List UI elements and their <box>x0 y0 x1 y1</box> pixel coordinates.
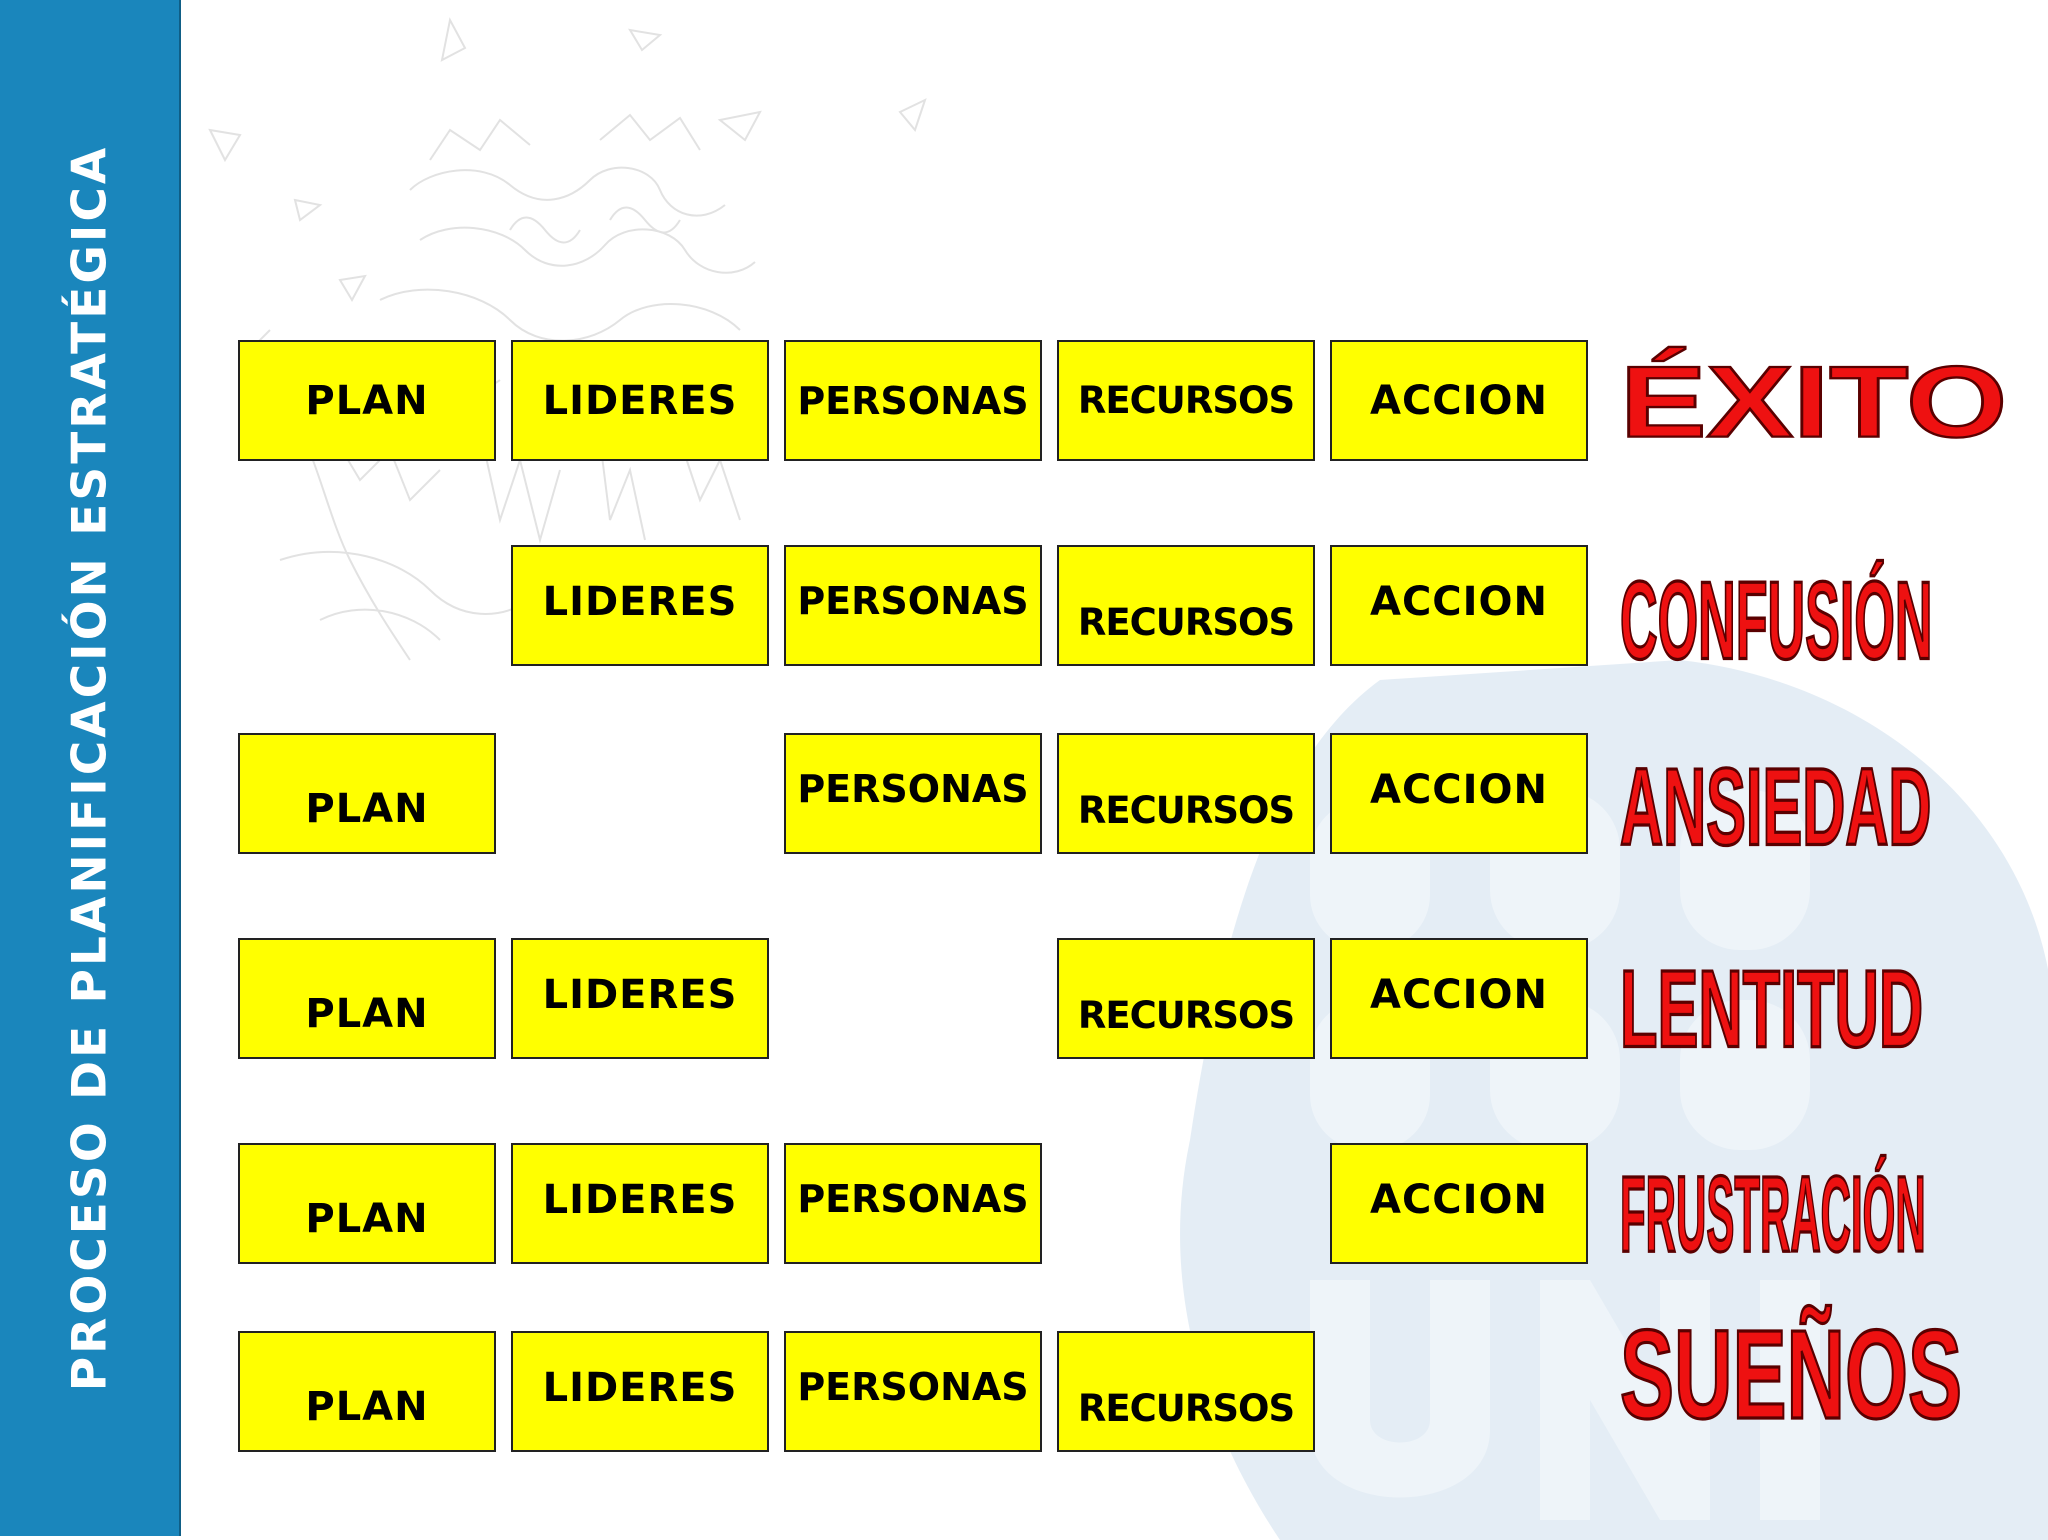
box-accion: ACCION <box>1330 938 1588 1059</box>
box-accion: ACCION <box>1330 1143 1588 1264</box>
box-plan: PLAN <box>238 938 496 1059</box>
box-accion: ACCION <box>1330 340 1588 461</box>
outcome-lentitud: LENTITUD <box>1619 947 1924 1070</box>
box-recursos: RECURSOS <box>1057 938 1315 1059</box>
box-accion: ACCION <box>1330 545 1588 666</box>
box-plan: PLAN <box>238 733 496 854</box>
box-personas: PERSONAS <box>784 733 1042 854</box>
box-plan: PLAN <box>238 340 496 461</box>
outcome-ansiedad: ANSIEDAD <box>1619 745 1932 868</box>
outcome-frustracion: FRUSTRACIÓN <box>1619 1153 1926 1274</box>
sidebar-title: PROCESO DE PLANIFICACIÓN ESTRATÉGICA <box>62 144 118 1392</box>
box-plan: PLAN <box>238 1143 496 1264</box>
outcome-exito: ÉXITO <box>1619 345 2009 459</box>
sidebar: PROCESO DE PLANIFICACIÓN ESTRATÉGICA <box>0 0 181 1536</box>
box-personas: PERSONAS <box>784 1331 1042 1452</box>
outcome-confusion: CONFUSIÓN <box>1619 558 1933 683</box>
box-personas: PERSONAS <box>784 340 1042 461</box>
outcome-suenos: SUEÑOS <box>1619 1304 1963 1446</box>
box-recursos: RECURSOS <box>1057 545 1315 666</box>
box-lideres: LIDERES <box>511 1143 769 1264</box>
box-lideres: LIDERES <box>511 545 769 666</box>
box-recursos: RECURSOS <box>1057 733 1315 854</box>
box-lideres: LIDERES <box>511 340 769 461</box>
box-plan: PLAN <box>238 1331 496 1452</box>
box-accion: ACCION <box>1330 733 1588 854</box>
box-personas: PERSONAS <box>784 1143 1042 1264</box>
box-lideres: LIDERES <box>511 1331 769 1452</box>
box-recursos: RECURSOS <box>1057 340 1315 461</box>
box-recursos: RECURSOS <box>1057 1331 1315 1452</box>
box-personas: PERSONAS <box>784 545 1042 666</box>
box-lideres: LIDERES <box>511 938 769 1059</box>
